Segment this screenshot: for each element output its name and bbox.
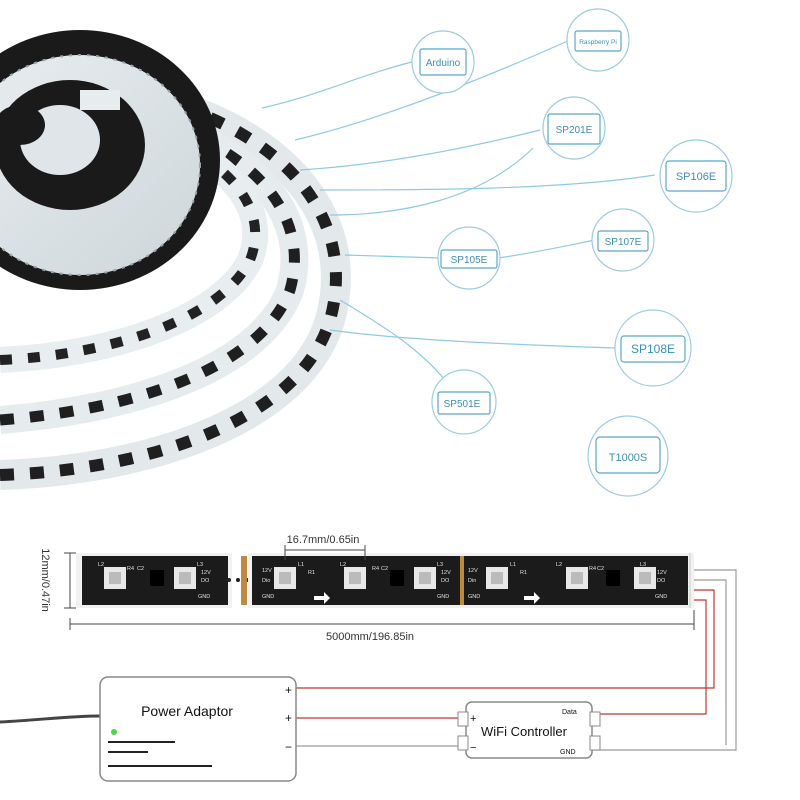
t1000s-label: T1000S <box>609 452 648 464</box>
pcb-do-2: DO <box>441 578 450 584</box>
strip-height-label: 12mm/0.47in <box>39 548 51 612</box>
power-led-indicator <box>111 729 117 735</box>
pcb-r1-2: R1 <box>520 570 527 576</box>
pcb-r4: R4 <box>127 566 134 572</box>
sp108e-controller: SP108E <box>614 309 692 387</box>
pcb-gnd-4: GND <box>468 594 480 600</box>
sp107e-controller: SP107E <box>591 208 655 272</box>
pcb-l3-3: L3 <box>640 562 646 568</box>
pcb-gnd: GND <box>198 594 210 600</box>
pcb-c2: C2 <box>137 566 144 572</box>
pcb-do-3: DO <box>657 578 666 584</box>
adaptor-plus-1: + <box>285 683 292 697</box>
t1000s-controller: T1000S <box>587 415 669 497</box>
wifi-minus: − <box>470 742 476 754</box>
wiring <box>0 569 737 751</box>
pcb-gnd-3: GND <box>437 594 449 600</box>
sp105e-label: SP105E <box>451 255 488 266</box>
pcb-12v: 12V <box>201 570 211 576</box>
wifi-controller-label: WiFi Controller <box>481 724 568 739</box>
pcb-l3-2: L3 <box>437 562 443 568</box>
adaptor-minus: − <box>285 740 292 754</box>
adaptor-plus-2: + <box>285 711 292 725</box>
sp201e-label: SP201E <box>556 125 593 136</box>
pcb-gnd-2: GND <box>262 594 274 600</box>
sp201e-controller: SP201E <box>542 96 606 160</box>
sp106e-controller: SP106E <box>659 139 733 213</box>
pcb-r4-2: R4 <box>372 566 379 572</box>
wifi-controller: WiFi Controller Data GND + − <box>457 701 601 759</box>
wifi-data-label: Data <box>562 709 577 716</box>
pcb-do: DO <box>201 578 210 584</box>
pcb-r1: R1 <box>308 570 315 576</box>
pcb-l2-3: L2 <box>556 562 562 568</box>
led-strip-reel <box>0 30 351 490</box>
pcb-l2: L2 <box>98 562 104 568</box>
power-adaptor: Power Adaptor + + − <box>99 676 297 782</box>
pcb-l3: L3 <box>197 562 203 568</box>
controller-icons: Arduino Raspberry Pi SP201E SP106E SP105… <box>411 8 733 497</box>
arduino-controller: Arduino <box>411 30 475 94</box>
power-adaptor-label: Power Adaptor <box>141 703 233 719</box>
sp107e-label: SP107E <box>605 237 642 248</box>
sp501e-controller: SP501E <box>431 369 497 435</box>
sp105e-controller: SP105E <box>437 226 501 290</box>
sp108e-label: SP108E <box>631 342 675 356</box>
pcb-r4-3: R4 <box>589 566 596 572</box>
pcb-gnd-5: GND <box>655 594 667 600</box>
sp106e-label: SP106E <box>676 171 716 183</box>
pcb-12v-3: 12V <box>441 570 451 576</box>
pcb-12v-4: 12V <box>468 568 478 574</box>
raspberry-pi-controller: Raspberry Pi <box>566 8 630 72</box>
pcb-c2-3: C2 <box>597 566 604 572</box>
pcb-l1: L1 <box>298 562 304 568</box>
wifi-plus: + <box>470 713 476 725</box>
pcb-din: Din <box>468 578 476 584</box>
wifi-gnd-label: GND <box>560 749 576 756</box>
strip-schematic: 12mm/0.47in <box>39 534 695 643</box>
pcb-c2-2: C2 <box>381 566 388 572</box>
led-chips <box>104 567 656 589</box>
arduino-label: Arduino <box>426 58 461 69</box>
raspberry-pi-label: Raspberry Pi <box>579 39 617 46</box>
pcb-l1-2: L1 <box>510 562 516 568</box>
pcb-12v-5: 12V <box>657 570 667 576</box>
pcb-dio: Dio <box>262 578 270 584</box>
pitch-label: 16.7mm/0.65in <box>287 534 360 546</box>
length-label: 5000mm/196.85in <box>326 631 414 643</box>
pcb-l2-2: L2 <box>340 562 346 568</box>
connector-lines <box>261 39 656 381</box>
sp501e-label: SP501E <box>444 399 481 410</box>
pcb-12v-2: 12V <box>262 568 272 574</box>
